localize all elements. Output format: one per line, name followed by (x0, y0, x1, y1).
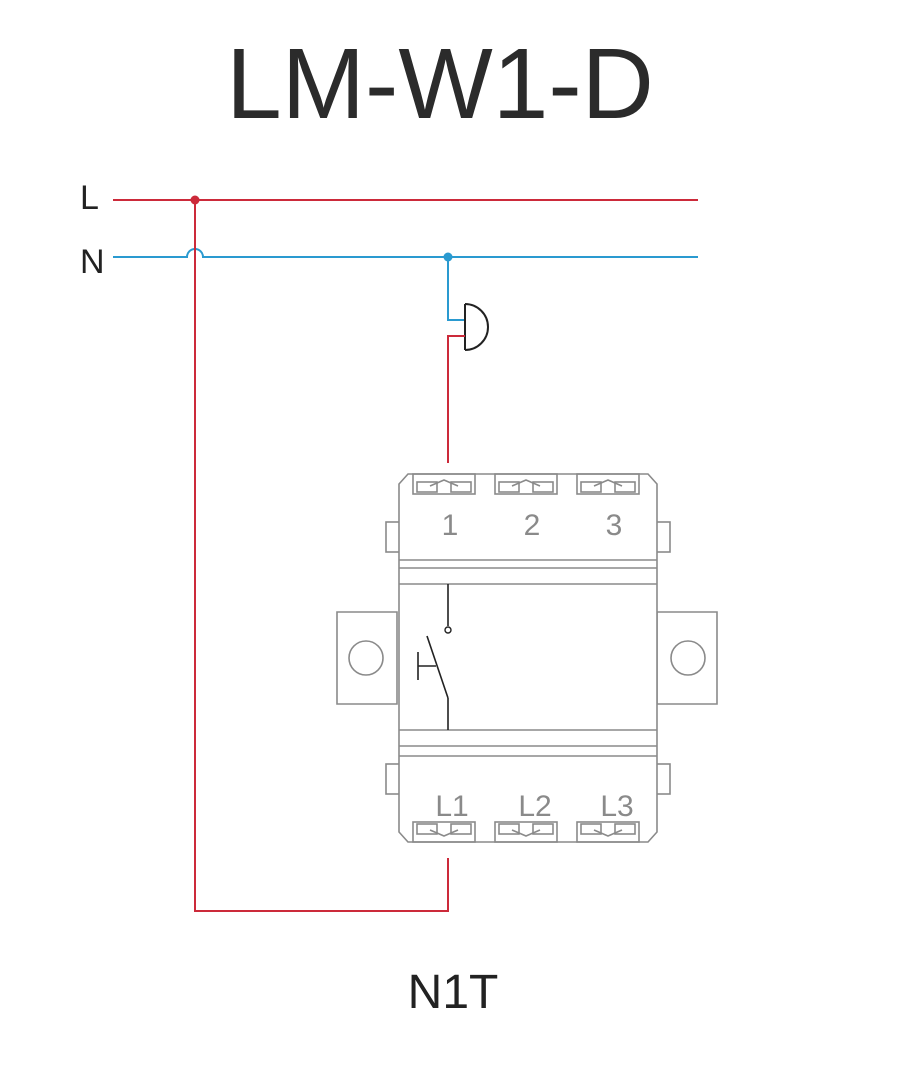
right-mounting-hole (670, 640, 706, 676)
terminal-bottom-l3 (576, 821, 640, 843)
clip-bottom-right (655, 763, 671, 795)
terminal-label-2: 2 (524, 509, 541, 542)
neutral-line-label: N (80, 243, 105, 281)
module-body (398, 473, 658, 843)
clip-top-left (385, 521, 401, 553)
live-line-label: L (80, 179, 99, 217)
relay-module: 1 2 3 L1 L2 L3 (336, 473, 718, 843)
left-mounting-hole (348, 640, 384, 676)
terminal-top-1 (412, 473, 476, 495)
neutral-to-load-wire (447, 257, 465, 321)
clip-top-right (655, 521, 671, 553)
clip-bottom-left (385, 763, 401, 795)
terminal-label-l2: L2 (518, 790, 551, 823)
terminal-bottom-l1 (412, 821, 476, 843)
model-label: N1T (408, 966, 499, 1019)
terminal-label-3: 3 (606, 509, 623, 542)
load-to-terminal-1-wire (447, 335, 465, 463)
terminal-top-2 (494, 473, 558, 495)
switch-icon (417, 584, 452, 730)
bell-push-icon (464, 303, 489, 351)
live-to-l1-wire (194, 200, 449, 912)
terminal-label-1: 1 (442, 509, 459, 542)
live-junction-icon (190, 195, 200, 205)
terminal-label-l3: L3 (600, 790, 633, 823)
terminal-label-l1: L1 (435, 790, 468, 823)
diagram-title: LM-W1-D (226, 28, 654, 140)
terminal-top-3 (576, 473, 640, 495)
neutral-line (113, 248, 698, 258)
terminal-bottom-l2 (494, 821, 558, 843)
